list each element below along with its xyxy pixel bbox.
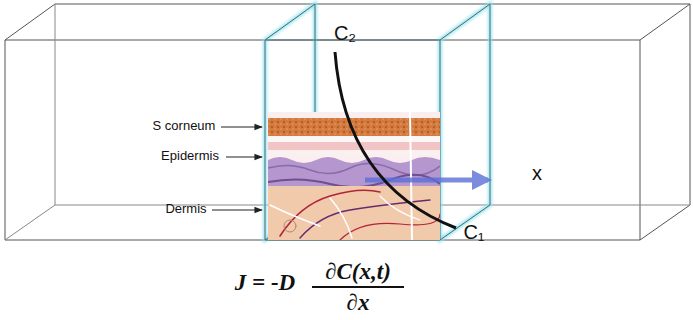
layer-label: Epidermis — [161, 149, 219, 163]
curve-label: C₂ — [334, 22, 356, 44]
formula-text: ∂x — [347, 290, 370, 315]
axis-label: x — [532, 162, 542, 184]
layer-label: S corneum — [153, 119, 216, 133]
formula-text: ∂C(x,t) — [325, 259, 391, 284]
layer-label: Dermis — [165, 202, 206, 216]
curve-label: C₁ — [463, 221, 484, 243]
formula-text: J = -D — [235, 270, 295, 295]
